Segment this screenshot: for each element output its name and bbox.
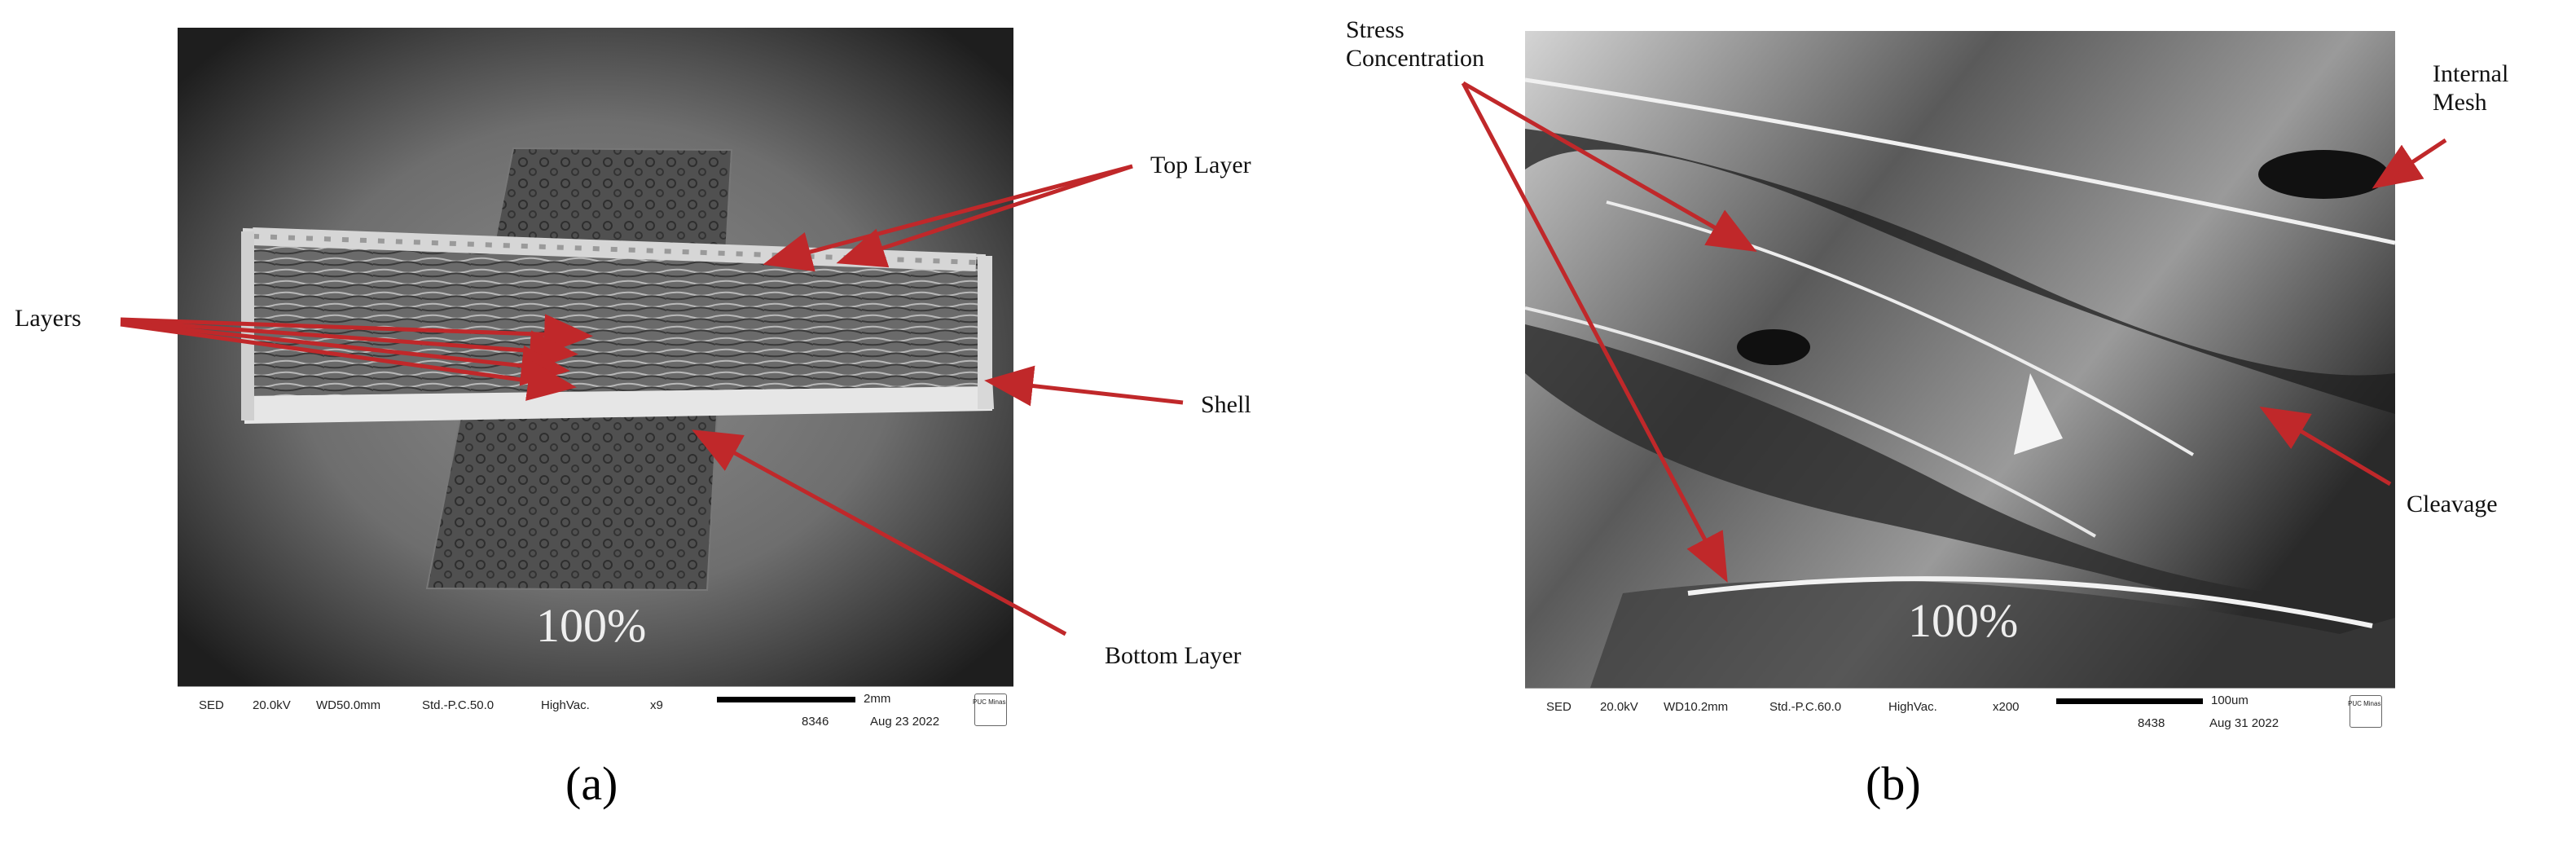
logo-text-b: PUC Minas (2348, 700, 2381, 707)
label-cleavage: Cleavage (2407, 491, 2498, 517)
info-mag-b: x200 (1993, 700, 2020, 714)
info-vacuum-b: HighVac. (1888, 700, 1937, 714)
logo-text-a: PUC Minas (973, 698, 1006, 706)
sem-image-b: 100% (1525, 31, 2395, 688)
info-mode-a: SED (199, 698, 224, 712)
arrow-bottom-layer (692, 429, 1067, 636)
info-bar-b: SED 20.0kV WD10.2mm Std.-P.C.60.0 HighVa… (1525, 688, 2395, 739)
info-wd-a: WD50.0mm (316, 698, 381, 712)
info-mode-b: SED (1546, 700, 1572, 714)
arrow-layers-4 (120, 322, 577, 401)
label-stress-line1: Stress (1346, 16, 1404, 43)
watermark-a: 100% (536, 599, 647, 652)
info-voltage-b: 20.0kV (1600, 700, 1638, 714)
info-date-a: Aug 23 2022 (870, 715, 940, 729)
watermark-b: 100% (1908, 594, 2019, 647)
info-date-b: Aug 31 2022 (2209, 716, 2279, 730)
arrow-top-layer-1 (763, 164, 1133, 272)
info-voltage-a: 20.0kV (253, 698, 291, 712)
label-internal-mesh: Internal Mesh (2433, 60, 2508, 117)
label-layers: Layers (15, 305, 81, 332)
info-std-a: Std.-P.C.50.0 (422, 698, 495, 712)
scale-bar-a (717, 697, 855, 702)
info-mag-a: x9 (650, 698, 663, 712)
info-bar-a: SED 20.0kV WD50.0mm Std.-P.C.50.0 HighVa… (178, 686, 1013, 738)
arrow-stress-2 (1461, 81, 1728, 583)
info-vacuum-a: HighVac. (541, 698, 590, 712)
info-wd-b: WD10.2mm (1664, 700, 1729, 714)
label-stress-line2: Concentration (1346, 44, 1484, 72)
label-shell: Shell (1201, 391, 1251, 418)
sem-image-a: 100% (178, 28, 1013, 686)
arrow-internal-mesh (2372, 138, 2447, 189)
arrow-shell (984, 365, 1184, 407)
arrow-stress-1 (1462, 81, 1757, 252)
label-top-layer: Top Layer (1150, 152, 1251, 178)
arrow-cleavage (2259, 406, 2392, 487)
scale-bar-b (2056, 698, 2203, 704)
label-bottom-layer: Bottom Layer (1105, 642, 1242, 669)
institution-logo-a (974, 693, 1007, 726)
arrow-layers-1 (120, 314, 593, 355)
info-scale-a: 2mm (864, 692, 891, 706)
arrow-layers-3 (120, 320, 570, 386)
label-stress-concentration: Stress Concentration (1346, 16, 1484, 73)
institution-logo-b (2350, 695, 2382, 728)
info-id-b: 8438 (2138, 716, 2165, 730)
caption-b: (b) (1866, 757, 1921, 810)
sem-image-b-render (1525, 31, 2395, 688)
info-scale-b: 100um (2211, 693, 2249, 707)
caption-a: (a) (565, 757, 618, 810)
arrow-top-layer-2 (836, 164, 1133, 268)
arrow-layers-2 (120, 319, 578, 372)
label-internal-line1: Internal (2433, 60, 2509, 87)
label-internal-line2: Mesh (2433, 88, 2487, 116)
info-std-b: Std.-P.C.60.0 (1769, 700, 1842, 714)
info-id-a: 8346 (802, 715, 829, 729)
sem-image-a-render (178, 28, 1013, 686)
